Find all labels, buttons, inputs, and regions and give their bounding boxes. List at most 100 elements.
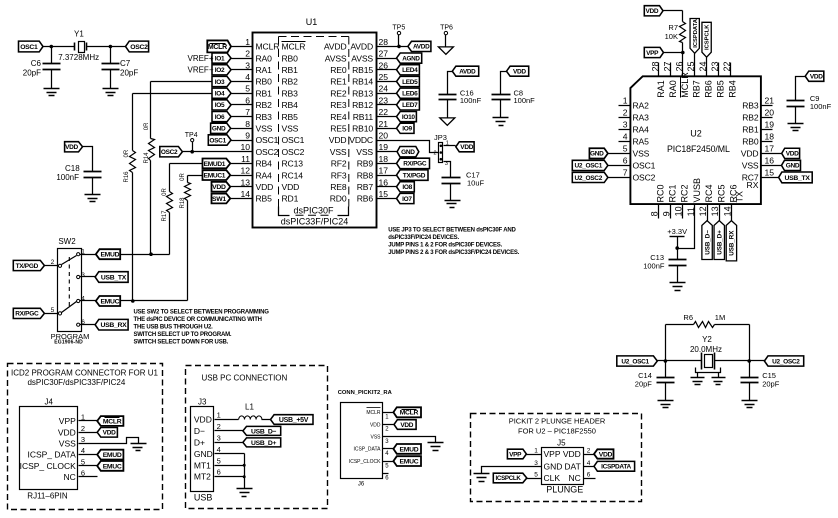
svg-text:IO6: IO6 <box>215 114 225 121</box>
svg-text:USB_D+: USB_D+ <box>251 440 277 447</box>
svg-text:MT1: MT1 <box>194 460 211 470</box>
svg-text:VDD: VDD <box>194 415 212 425</box>
svg-text:C18: C18 <box>65 164 80 173</box>
svg-text:USB_D+: USB_D+ <box>716 230 723 255</box>
svg-text:IO10: IO10 <box>402 114 416 121</box>
svg-text:IO8: IO8 <box>402 184 412 191</box>
svg-text:13: 13 <box>240 177 250 187</box>
svg-text:VSS: VSS <box>370 435 381 441</box>
svg-text:RB0: RB0 <box>256 77 273 87</box>
svg-text:1: 1 <box>446 141 449 147</box>
svg-text:USB_RX: USB_RX <box>729 230 736 256</box>
svg-text:C16: C16 <box>460 88 474 97</box>
svg-text:VSS: VSS <box>356 147 373 157</box>
svg-text:U2_OSC1: U2_OSC1 <box>621 358 649 365</box>
svg-text:dsPIC30F/dsPIC33F/PIC24: dsPIC30F/dsPIC33F/PIC24 <box>27 378 125 387</box>
svg-text:RF2: RF2 <box>331 159 347 169</box>
svg-text:VDD: VDD <box>58 427 76 437</box>
svg-text:RB15: RB15 <box>352 65 373 75</box>
svg-text:VDD: VDD <box>282 182 300 192</box>
svg-text:ICSP_CLOCK: ICSP_CLOCK <box>349 459 381 465</box>
svg-text:LED4: LED4 <box>402 67 418 74</box>
svg-text:DAT: DAT <box>564 462 580 472</box>
svg-text:1: 1 <box>81 413 85 422</box>
svg-text:RB14: RB14 <box>352 77 373 87</box>
svg-text:R6: R6 <box>683 313 693 322</box>
svg-text:RC14: RC14 <box>282 170 304 180</box>
svg-text:VDD: VDD <box>810 74 823 81</box>
svg-text:RX/PGC: RX/PGC <box>15 311 39 318</box>
svg-text:USE SW2 TO SELECT BETWEEN PROG: USE SW2 TO SELECT BETWEEN PROGRAMMING <box>134 310 270 316</box>
svg-text:1: 1 <box>245 37 250 47</box>
svg-text:TP5: TP5 <box>392 25 405 32</box>
svg-text:RB5: RB5 <box>282 112 299 122</box>
svg-text:U1: U1 <box>306 17 318 27</box>
svg-text:6: 6 <box>245 95 250 105</box>
svg-text:12: 12 <box>240 166 250 176</box>
svg-text:1M: 1M <box>715 313 725 322</box>
svg-text:VDD: VDD <box>563 449 581 459</box>
svg-text:RJ11–6PIN: RJ11–6PIN <box>27 491 68 500</box>
svg-text:27: 27 <box>662 61 672 71</box>
svg-text:23: 23 <box>710 61 720 71</box>
svg-text:VDD: VDD <box>599 451 613 458</box>
svg-text:6: 6 <box>385 476 389 482</box>
svg-text:+3.3V: +3.3V <box>667 227 687 236</box>
svg-text:VDD: VDD <box>400 422 413 429</box>
svg-text:TP4: TP4 <box>185 132 198 139</box>
svg-text:VDD: VDD <box>103 430 116 437</box>
svg-text:4: 4 <box>623 132 628 142</box>
svg-text:VREF+: VREF+ <box>187 54 213 63</box>
svg-text:IO9: IO9 <box>402 126 412 133</box>
svg-text:C8: C8 <box>514 88 524 97</box>
svg-text:26: 26 <box>379 60 389 70</box>
svg-text:4: 4 <box>81 296 85 303</box>
svg-text:JUMP PINS 2 & 3 FOR dsPIC33F/P: JUMP PINS 2 & 3 FOR dsPIC33F/PIC24 DEVIC… <box>388 250 520 256</box>
svg-text:2: 2 <box>81 424 85 433</box>
svg-text:20: 20 <box>765 108 775 118</box>
svg-text:USB_D−: USB_D− <box>704 230 711 255</box>
svg-text:RB1: RB1 <box>742 125 759 135</box>
svg-text:RC0: RC0 <box>655 184 665 202</box>
svg-text:13: 13 <box>710 206 720 216</box>
svg-text:MCLR: MCLR <box>208 44 227 51</box>
svg-text:21: 21 <box>765 96 775 106</box>
svg-text:R16: R16 <box>124 171 130 183</box>
svg-text:1: 1 <box>385 415 389 421</box>
svg-text:R18: R18 <box>180 197 186 209</box>
svg-text:AVDD: AVDD <box>413 44 430 51</box>
svg-text:C6: C6 <box>31 59 42 68</box>
svg-text:RC5: RC5 <box>716 184 726 202</box>
svg-text:RB2: RB2 <box>742 113 759 123</box>
svg-text:3: 3 <box>445 161 448 167</box>
svg-text:RB3: RB3 <box>256 112 273 122</box>
svg-text:USE JP3 TO SELECT BETWEEN dsPI: USE JP3 TO SELECT BETWEEN dsPIC30F AND <box>388 228 516 234</box>
svg-text:EMUC: EMUC <box>103 463 122 470</box>
svg-text:TP6: TP6 <box>440 25 453 32</box>
svg-text:20pF: 20pF <box>23 68 41 77</box>
svg-text:R7: R7 <box>668 23 678 32</box>
svg-text:20.0MHz: 20.0MHz <box>690 345 722 354</box>
svg-text:10: 10 <box>240 142 250 152</box>
svg-text:100nF: 100nF <box>514 96 536 105</box>
svg-text:JUMP PINS 1 & 2 FOR dsPIC30F D: JUMP PINS 1 & 2 FOR dsPIC30F DEVICES. <box>388 243 502 249</box>
svg-text:20: 20 <box>379 131 389 141</box>
svg-text:RE2: RE2 <box>330 88 347 98</box>
svg-text:3: 3 <box>81 272 85 279</box>
svg-text:OSC2: OSC2 <box>130 44 148 51</box>
svg-text:IO4: IO4 <box>215 91 225 98</box>
svg-text:GND: GND <box>194 449 213 459</box>
svg-text:SWITCH SELECT UP TO PROGRAM.: SWITCH SELECT UP TO PROGRAM. <box>134 332 232 338</box>
svg-text:5: 5 <box>81 457 85 466</box>
svg-text:RB7: RB7 <box>357 182 374 192</box>
svg-text:J4: J4 <box>44 398 53 407</box>
svg-text:15: 15 <box>765 168 775 178</box>
svg-text:RB2: RB2 <box>256 100 273 110</box>
svg-text:RB5: RB5 <box>256 194 273 204</box>
svg-text:RA0: RA0 <box>668 80 678 98</box>
svg-text:dsPIC33F/PIC24: dsPIC33F/PIC24 <box>281 217 349 227</box>
svg-text:GND: GND <box>590 151 604 158</box>
svg-text:VSS: VSS <box>330 147 347 157</box>
svg-text:RE1: RE1 <box>330 77 347 87</box>
svg-text:CONN_PICKIT2_RA: CONN_PICKIT2_RA <box>338 390 393 396</box>
